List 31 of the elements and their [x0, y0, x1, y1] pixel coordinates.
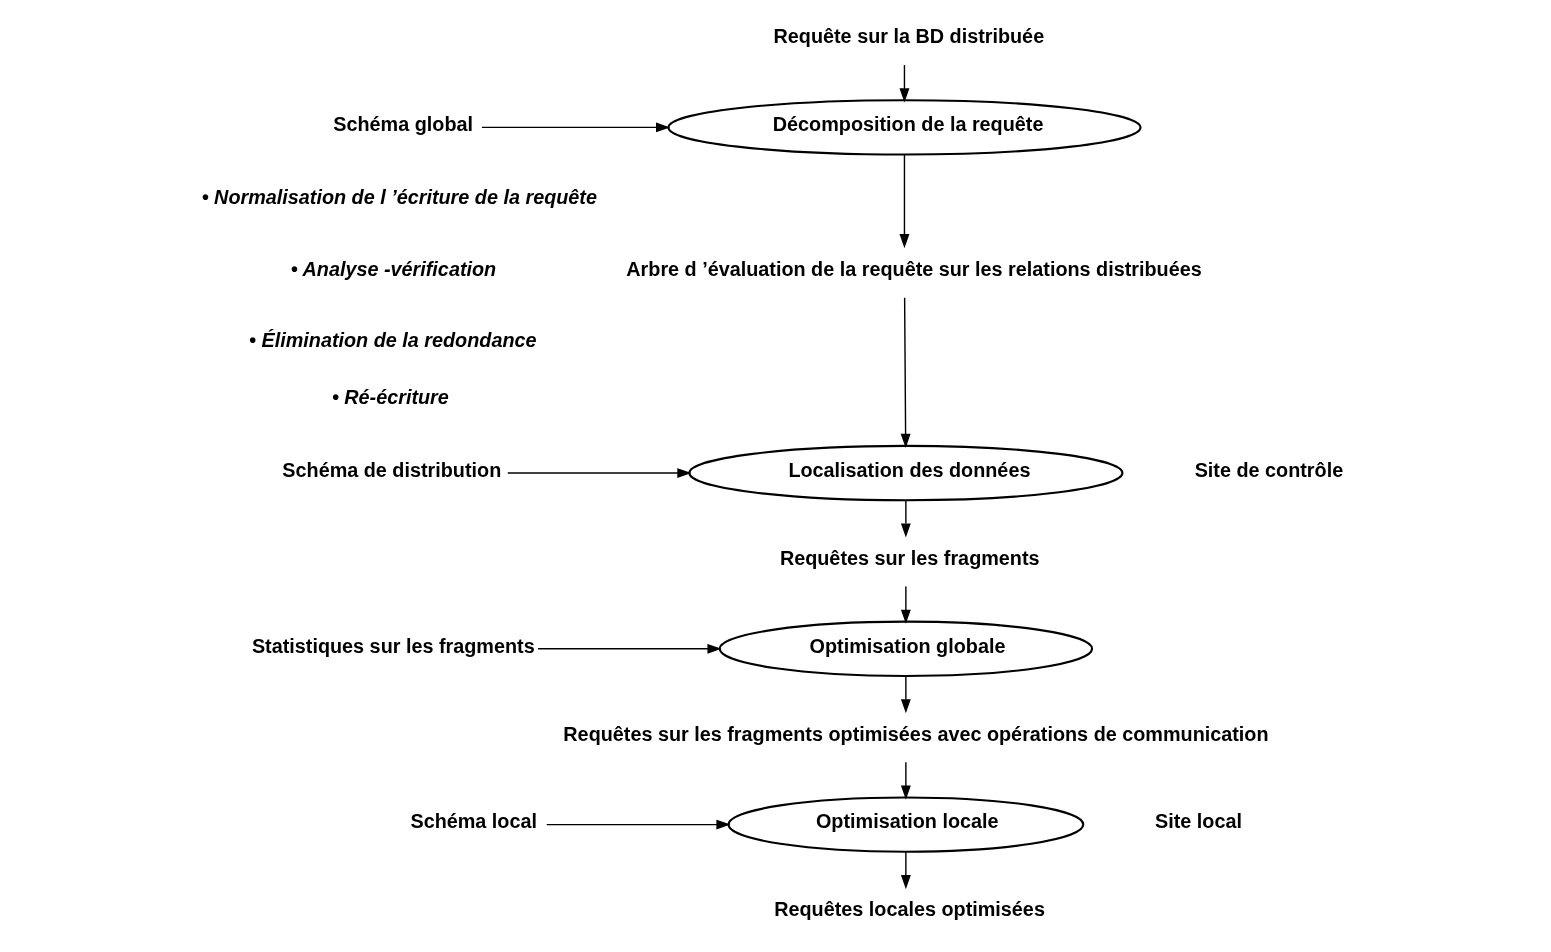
node-ellipse: Décomposition de la requête — [666, 99, 1142, 156]
label: Site local — [1154, 810, 1242, 833]
arrow — [900, 296, 911, 448]
label: • Normalisation de l ’écriture de la requête — [201, 186, 597, 209]
node-text: Statistiques sur les fragments — [251, 634, 535, 657]
arrow — [480, 122, 670, 133]
node-ellipse: Optimisation globale — [718, 620, 1093, 678]
arrow — [900, 585, 911, 624]
node-text: Schéma local — [409, 810, 537, 833]
node-text: Requête sur la BD distribuée — [773, 25, 1044, 48]
node-text: Arbre d ’évaluation de la requête sur les relations distribuées — [625, 257, 1202, 280]
node-text: Requêtes sur les fragments optimisées avec opérations de communication — [562, 722, 1269, 745]
arrow — [506, 468, 691, 478]
node-text: Requêtes locales optimisées — [773, 898, 1045, 921]
arrow — [900, 851, 911, 890]
node-ellipse: Localisation des données — [687, 444, 1123, 502]
node-text: Schéma de distribution — [281, 458, 501, 481]
label: • Ré-écriture — [331, 385, 449, 408]
arrow — [899, 64, 909, 103]
arrow — [900, 499, 911, 538]
arrow — [900, 761, 911, 800]
node-ellipse: Optimisation locale — [726, 796, 1084, 853]
arrow — [899, 154, 909, 249]
arrow — [900, 675, 911, 714]
arrow — [536, 643, 722, 654]
node-text: Requêtes sur les fragments — [779, 546, 1040, 569]
label: Site de contrôle — [1194, 458, 1343, 481]
node-text: Schéma global — [332, 113, 473, 136]
label: • Élimination de la redondance — [248, 329, 537, 352]
arrow — [545, 819, 731, 830]
label: • Analyse -vérification — [290, 257, 496, 280]
